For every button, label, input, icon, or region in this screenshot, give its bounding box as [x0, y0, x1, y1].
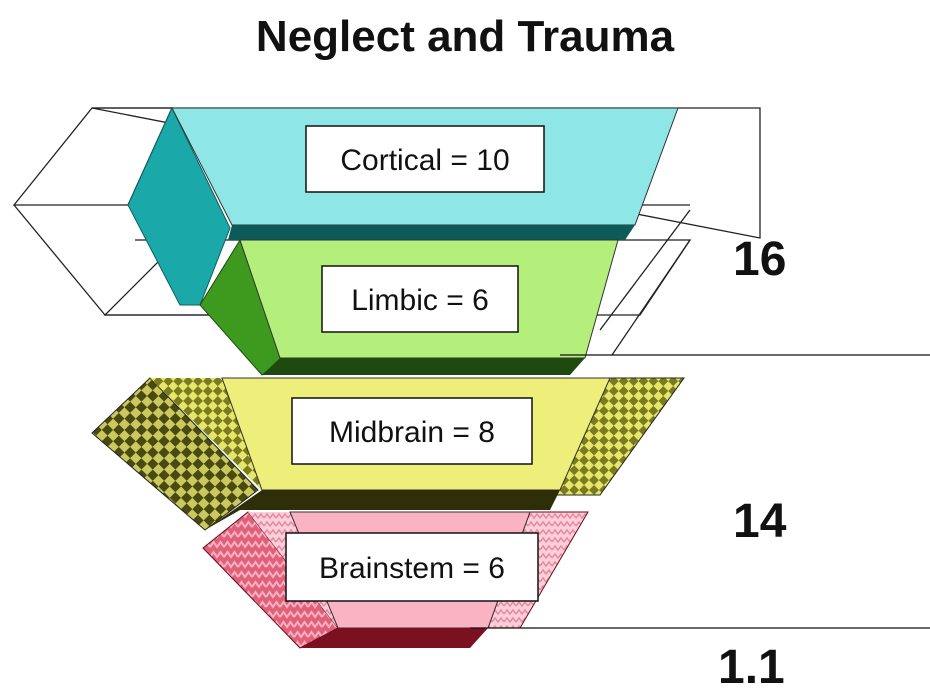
- lower-ratio: 14: [733, 494, 786, 549]
- label-text-midbrain: Midbrain = 8: [329, 416, 495, 449]
- label-cortical: Cortical = 10: [306, 126, 544, 192]
- diagram-title: Neglect and Trauma: [0, 12, 930, 62]
- limbic-bottom: [262, 358, 585, 375]
- label-limbic: Limbic = 6: [322, 266, 518, 332]
- cortical-bottom: [228, 225, 635, 240]
- label-text-cortical: Cortical = 10: [340, 144, 509, 177]
- upper-ratio: 16: [733, 232, 786, 287]
- label-text-limbic: Limbic = 6: [351, 284, 489, 317]
- label-brainstem: Brainstem = 6: [286, 533, 538, 601]
- label-midbrain: Midbrain = 8: [292, 398, 532, 464]
- overall-ratio: 1.1: [718, 640, 785, 695]
- label-text-brainstem: Brainstem = 6: [319, 552, 505, 585]
